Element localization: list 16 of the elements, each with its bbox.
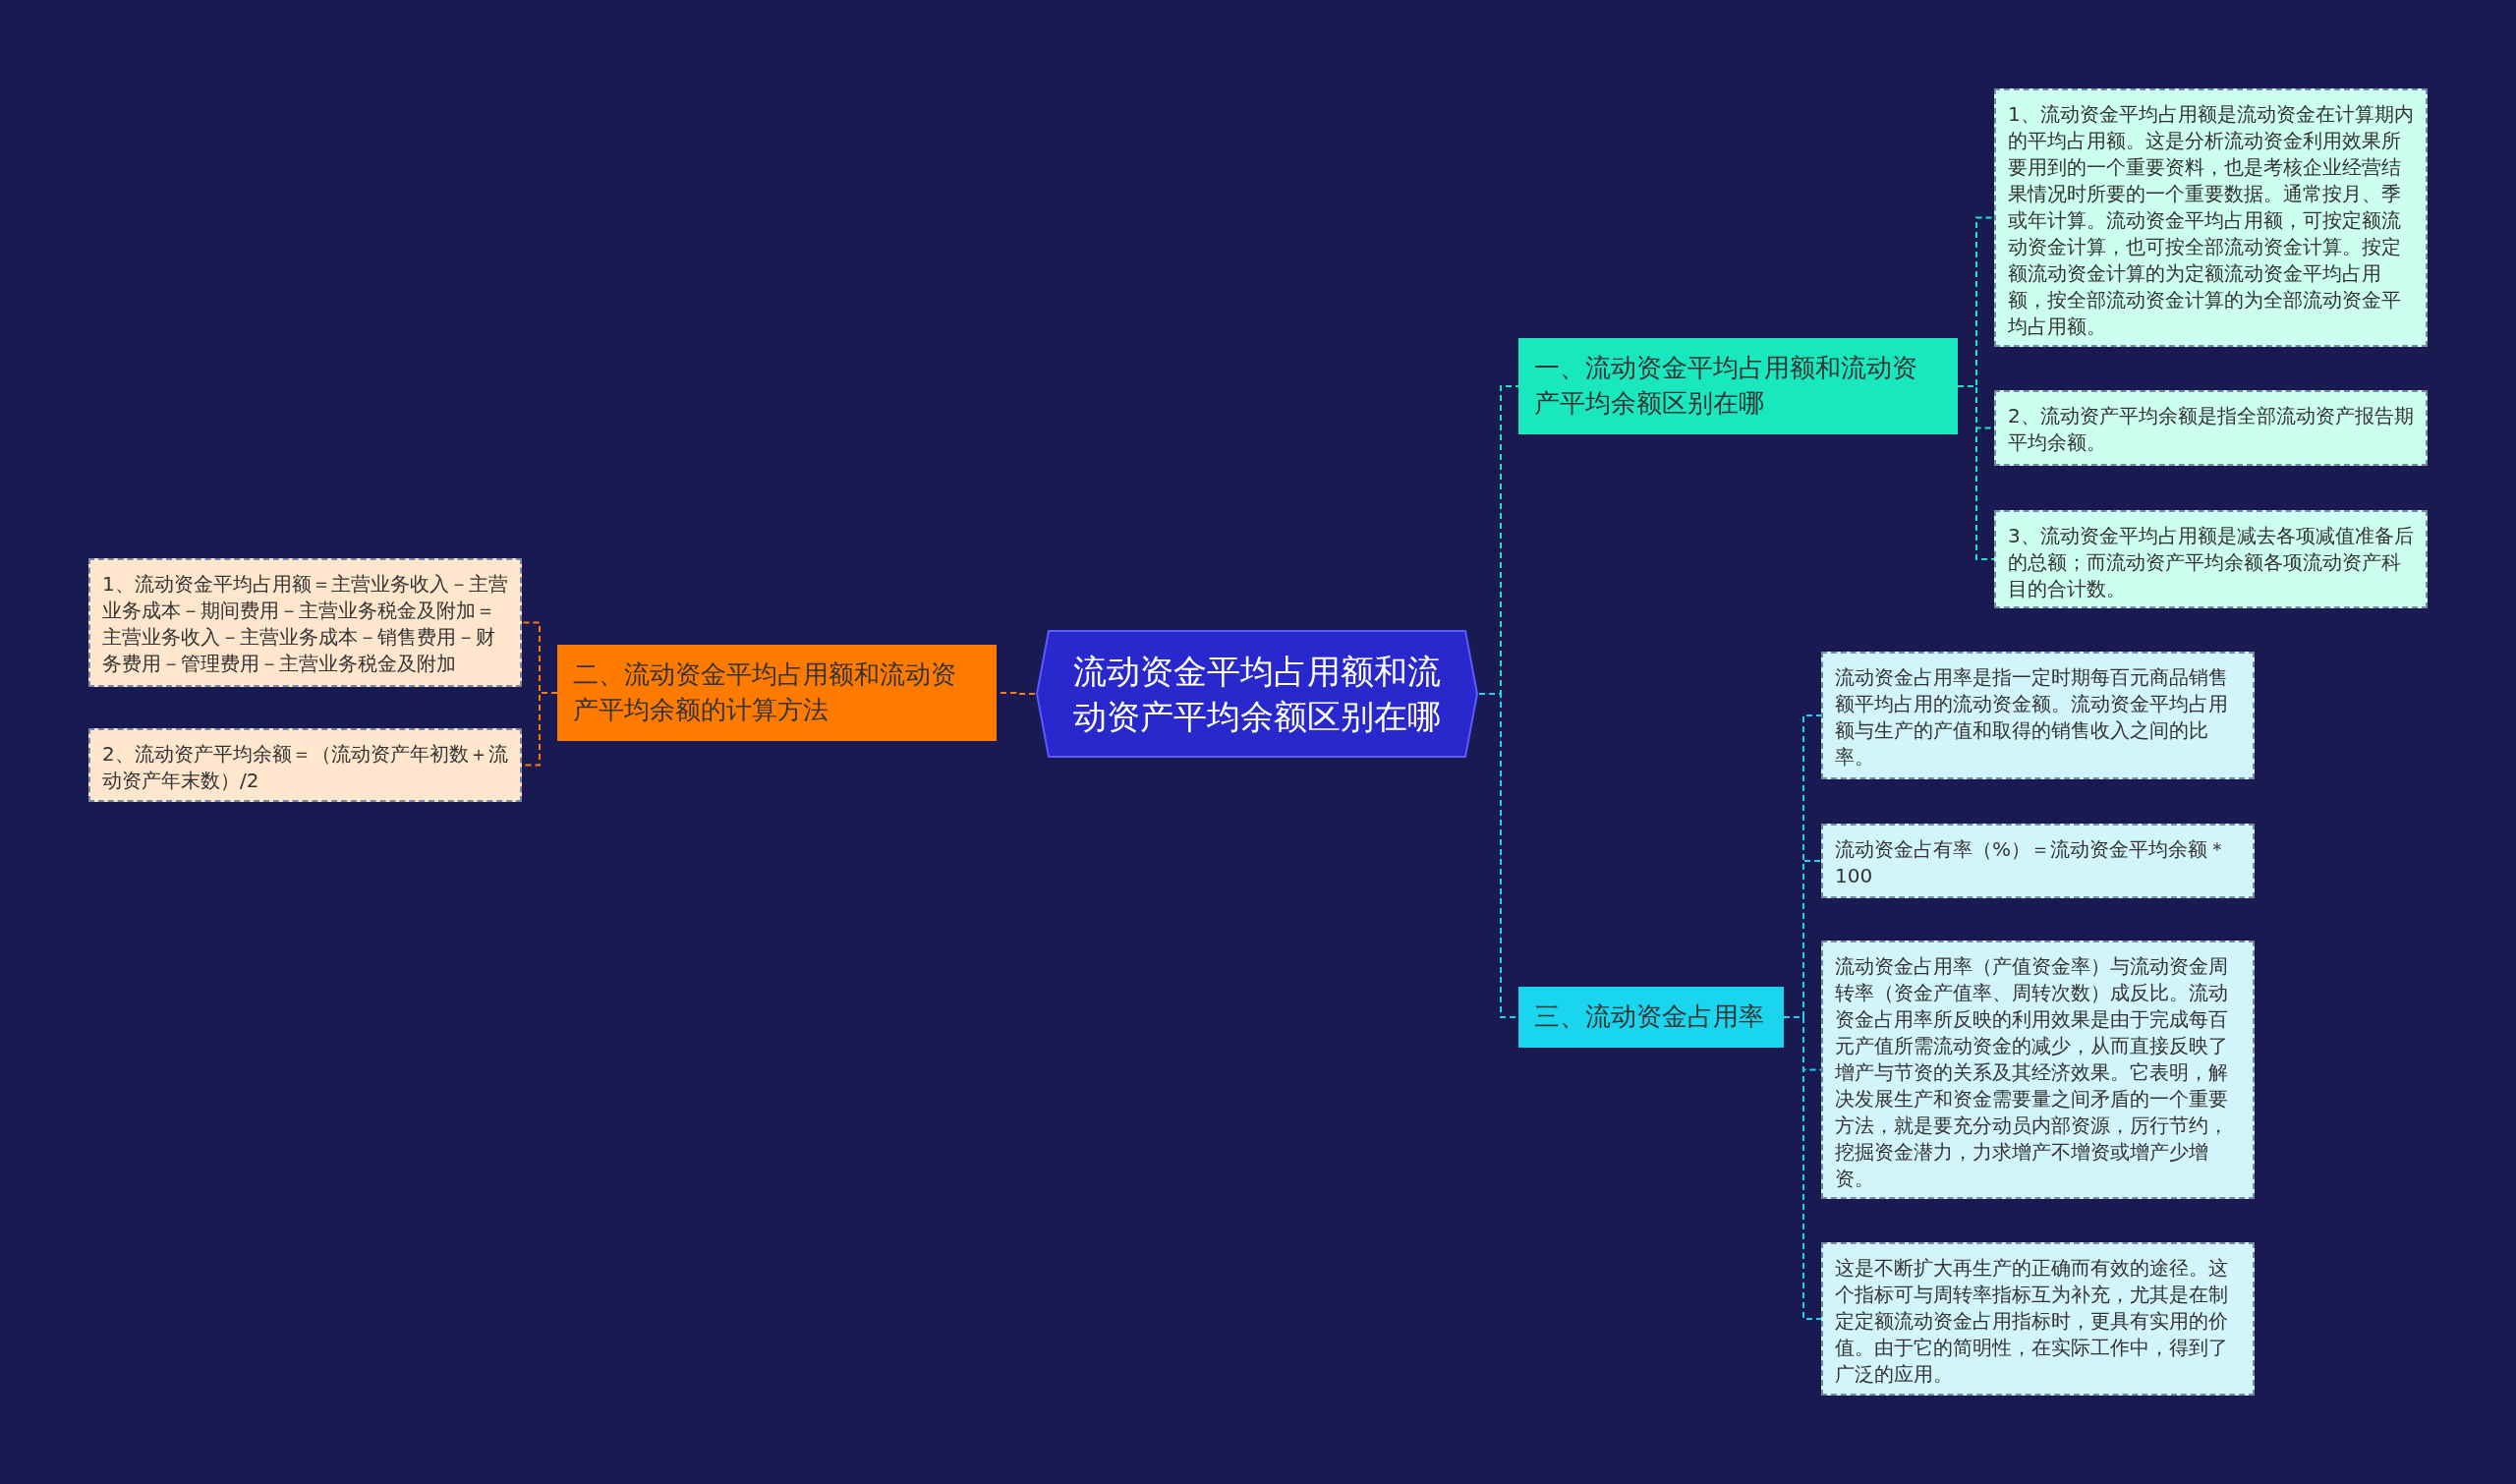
note-box: 2、流动资产平均余额是指全部流动资产报告期平均余额。 xyxy=(1994,390,2428,466)
note-box: 这是不断扩大再生产的正确而有效的途径。这个指标可与周转率指标互为补充，尤其是在制定定额流动资金占用指标时，更具有实用的价值。由于它的简明性，在实际工作中，得到了广泛的应用。 xyxy=(1821,1242,2255,1396)
topic-title: 流动资金平均占用额和流动资产平均余额区别在哪 xyxy=(1072,651,1442,738)
note-box: 1、流动资金平均占用额＝主营业务收入－主营业务成本－期间费用－主营业务税金及附加＝主营业务收入－主营业务成本－销售费用－财务费用－管理费用－主营业务税金及附加 xyxy=(88,558,522,687)
topic-box: 三、流动资金占用率 xyxy=(1518,987,1784,1048)
connector-line xyxy=(1783,1016,1822,1320)
note-box: 流动资金占有率（%）＝流动资金平均余额＊100 xyxy=(1821,824,2255,898)
connector-line xyxy=(1957,385,1995,560)
topic-box: 二、流动资金平均占用额和流动资产平均余额的计算方法 xyxy=(557,645,997,741)
note-box: 流动资金占用率是指一定时期每百元商品销售额平均占用的流动资金额。流动资金平均占用额与生产的产值和取得的销售收入之间的比率。 xyxy=(1821,652,2255,779)
note-box: 3、流动资金平均占用额是减去各项减值准备后的总额；而流动资产平均余额各项流动资产科目的合计数。 xyxy=(1994,510,2428,608)
central-topic-box xyxy=(1035,629,1479,759)
note-box: 流动资金占用率（产值资金率）与流动资金周转率（资金产值率、周转次数）成反比。流动资金占用率所反映的利用效果是由于完成每百元产值所需流动资金的减少，从而直接反映了增产与节资的关系及其经济效果。它表明，解决发展生产和资金需要量之间矛盾的一个重要方法，就是要充分动员内部资源，厉行节约，挖掘资金潜力，力求增产不增资或增产少增资。 xyxy=(1821,941,2255,1199)
note-box: 1、流动资金平均占用额是流动资金在计算期内的平均占用额。这是分析流动资金利用效果所要用到的一个重要资料，也是考核企业经营结果情况时所要的一个重要数据。通常按月、季或年计算。流动资金平均占用额，可按定额流动资金计算，也可按全部流动资金计算。按定额流动资金计算的为定额流动资金平均占用额，按全部流动资金计算的为全部流动资金平均占用额。 xyxy=(1994,88,2428,347)
topic-box: 一、流动资金平均占用额和流动资产平均余额区别在哪 xyxy=(1518,338,1958,434)
note-box: 2、流动资产平均余额＝（流动资产年初数＋流动资产年末数）/2 xyxy=(88,728,522,802)
